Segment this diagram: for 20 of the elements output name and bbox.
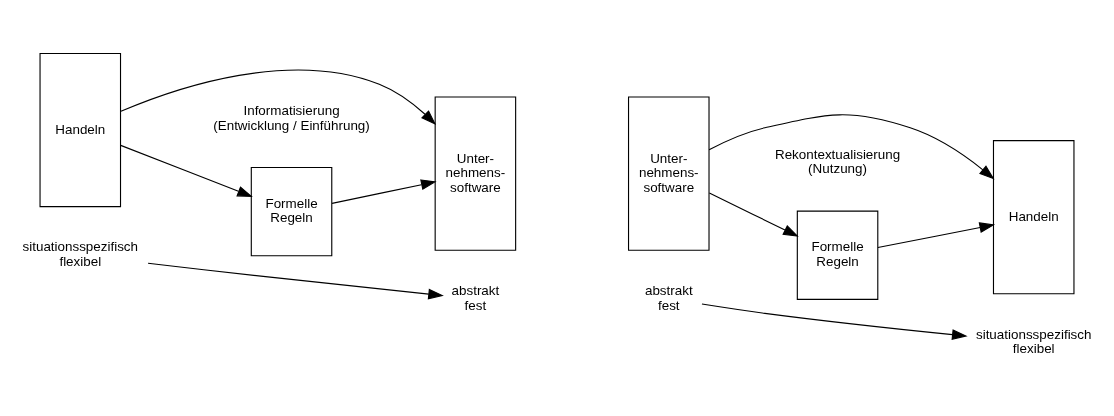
label: Informatisierung (Entwicklung / Einführung) [213,103,370,133]
node-box: Unter- nehmens- software [434,96,517,251]
node-text: situationsspezifisch flexibel [975,326,1092,357]
node-text: situationsspezifisch flexibel [22,239,139,269]
node-box: Formelle Regeln [250,166,333,257]
arrow [147,262,444,300]
arrow [701,303,968,341]
arrow [877,222,996,249]
node-box: Handeln [992,140,1075,295]
node-box: Unter- nehmens- software [628,96,710,251]
node-text: abstrakt fest [644,283,693,313]
node-box: Formelle Regeln [796,210,879,300]
node-text: abstrakt fest [451,283,500,313]
label: Rekontextualisierung (Nutzung) [774,146,901,177]
arrow [708,114,995,180]
arrow [120,144,253,197]
arrow [120,69,437,125]
arrow [708,192,799,237]
arrow [331,179,437,204]
node-box: Handeln [39,52,122,208]
